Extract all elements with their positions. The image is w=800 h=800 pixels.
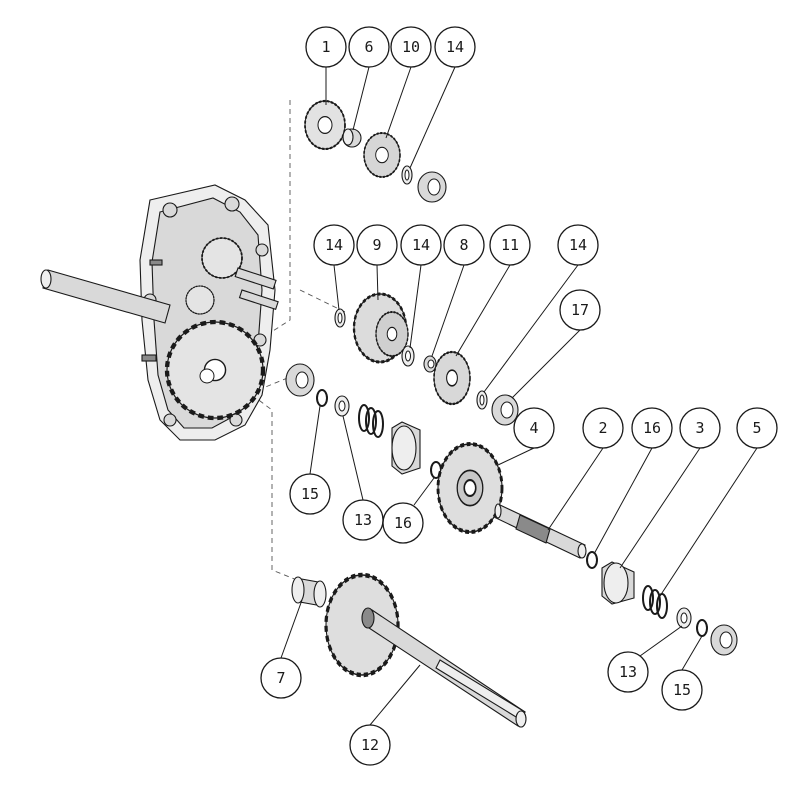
callout-8: 8 [443, 224, 485, 266]
svg-text:10: 10 [402, 38, 420, 56]
part-14-washer-mid-c [476, 390, 488, 410]
callout-7: 7 [260, 657, 302, 699]
part-7-bushing [291, 576, 327, 608]
part-1-gear [303, 99, 347, 151]
svg-text:5: 5 [752, 419, 761, 437]
callout-4: 4 [513, 407, 555, 449]
svg-text:15: 15 [673, 681, 691, 699]
bearing-top [417, 171, 447, 203]
callout-11: 11 [489, 224, 531, 266]
callout-1: 1 [305, 26, 347, 68]
part-14-washer-top [401, 165, 413, 185]
callout-9: 9 [356, 224, 398, 266]
part-3-dog-clutch [601, 561, 635, 605]
callout-2: 2 [582, 407, 624, 449]
svg-text:16: 16 [394, 514, 412, 532]
svg-text:14: 14 [325, 236, 343, 254]
dog-clutch-left [391, 421, 421, 475]
callout-6: 6 [348, 26, 390, 68]
callout-17: 17 [559, 289, 601, 331]
part-13-washer-right [676, 607, 692, 629]
gearbox-housing [40, 184, 279, 441]
callout-16-right: 16 [631, 407, 673, 449]
part-17-bearing [491, 394, 519, 426]
svg-text:7: 7 [276, 669, 285, 687]
part-13-washer-left [334, 395, 350, 417]
part-14-washer-mid-b [401, 345, 415, 367]
svg-text:14: 14 [569, 236, 587, 254]
part-2-shaft [494, 503, 587, 559]
part-5-spring [642, 585, 668, 619]
svg-text:13: 13 [354, 511, 372, 529]
svg-text:15: 15 [301, 485, 319, 503]
svg-text:4: 4 [529, 419, 538, 437]
part-10-gear [363, 132, 401, 178]
svg-text:12: 12 [361, 736, 379, 754]
spring-left [358, 404, 384, 438]
callout-13-right: 13 [607, 651, 649, 693]
svg-text:17: 17 [571, 301, 589, 319]
part-14-washer-mid-a [334, 308, 346, 328]
svg-text:9: 9 [372, 236, 381, 254]
svg-text:2: 2 [598, 419, 607, 437]
callout-12: 12 [349, 724, 391, 766]
callout-15-left: 15 [289, 473, 331, 515]
callout-14-mid-c: 14 [557, 224, 599, 266]
callout-14-mid-b: 14 [400, 224, 442, 266]
svg-text:13: 13 [619, 663, 637, 681]
svg-text:16: 16 [643, 419, 661, 437]
part-15-clip-right [696, 619, 708, 637]
callout-13-left: 13 [342, 499, 384, 541]
svg-text:3: 3 [695, 419, 704, 437]
callout-15-right: 15 [661, 669, 703, 711]
part-16-clip-right [586, 551, 598, 569]
leader-lines [280, 66, 758, 726]
part-11-gear [432, 350, 472, 406]
part-4-large-gear [436, 442, 504, 534]
callout-16-left: 16 [382, 502, 424, 544]
callout-10: 10 [390, 26, 432, 68]
callout-14-mid-a: 14 [313, 224, 355, 266]
bearing-left [285, 363, 315, 397]
svg-text:8: 8 [459, 236, 468, 254]
svg-text:11: 11 [501, 236, 519, 254]
part-6-bushing [342, 128, 362, 148]
svg-text:6: 6 [364, 38, 373, 56]
alignment-lines [251, 100, 346, 583]
callout-14-top: 14 [434, 26, 476, 68]
bearing-right [710, 624, 738, 656]
part-12-output-shaft [326, 575, 527, 728]
svg-text:1: 1 [321, 38, 330, 56]
callout-3: 3 [679, 407, 721, 449]
callout-5: 5 [736, 407, 778, 449]
part-9-cluster-gear [352, 292, 409, 364]
part-15-clip-left [316, 389, 328, 407]
svg-text:14: 14 [446, 38, 464, 56]
svg-text:14: 14 [412, 236, 430, 254]
